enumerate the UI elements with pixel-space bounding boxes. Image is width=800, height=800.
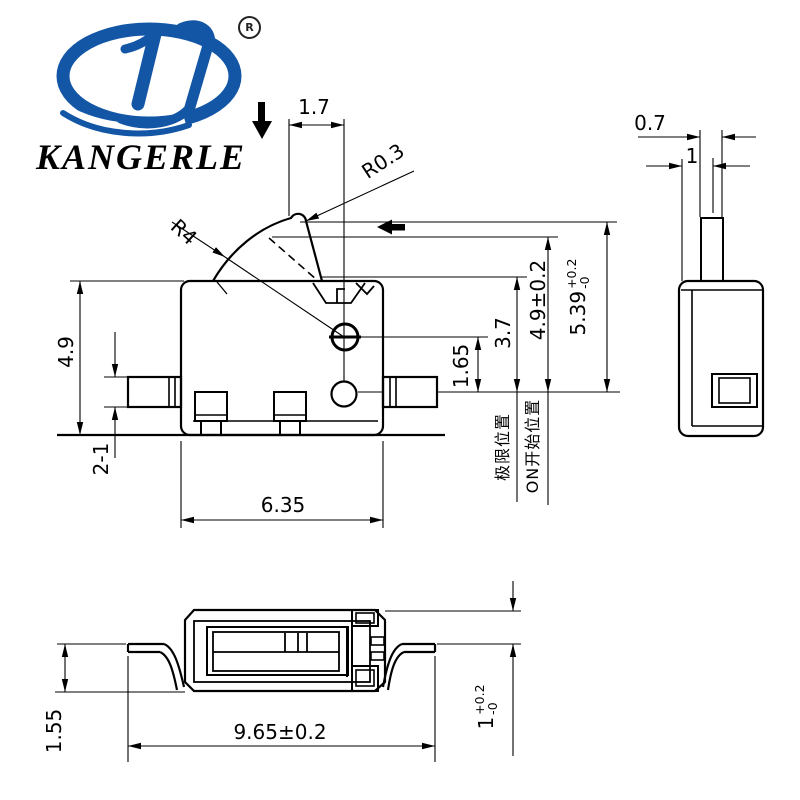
travel-direction-arrow-icon: [377, 219, 405, 235]
dim-body-height: 4.9: [54, 336, 78, 368]
label-on-start-position: ON开始位置: [523, 398, 542, 494]
dim-lever-travel: 1.7: [298, 95, 330, 119]
dim-overall-length: 9.65±0.2: [233, 720, 327, 744]
dim-lever-thickness: 0.7: [634, 111, 666, 135]
dim-standoff-value: 1: [474, 716, 498, 730]
dim-on-height: 4.9±0.2: [526, 259, 550, 341]
dim-pivot-height: 1.65: [449, 343, 473, 389]
dim-terminal-count-size: 2-1: [89, 442, 113, 476]
dim-terminal-height: 1.55: [42, 708, 66, 754]
brand-name: KANGERLE: [36, 137, 247, 177]
side-view-dimensions: [638, 130, 756, 281]
press-direction-arrow-icon: [252, 102, 272, 139]
tol-minus: -0: [577, 276, 592, 289]
dim-limit-height: 3.7: [491, 317, 515, 349]
dim-standoff-tolerance: +0.2 -0: [472, 684, 500, 715]
side-view: [677, 217, 765, 438]
front-view-dimensions: [70, 119, 620, 528]
dim-body-width: 6.35: [260, 493, 306, 517]
registered-trademark-icon: R: [238, 16, 261, 39]
dim-standoff: 1 +0.2 -0: [472, 684, 500, 730]
label-limit-position: 极限位置: [493, 412, 512, 482]
dim-free-height: 5.39 +0.2 -0: [564, 259, 592, 336]
bottom-view-dimensions: [55, 581, 521, 762]
logo-ellipse-mark: [54, 20, 242, 137]
dim-lever-offset: 1: [685, 144, 699, 168]
dim-free-height-tolerance: +0.2 -0: [564, 259, 592, 289]
dim-free-height-value: 5.39: [566, 290, 590, 336]
kangerle-logo: [54, 20, 242, 137]
front-view: [57, 212, 445, 437]
tol-minus: -0: [485, 702, 500, 715]
bottom-view: [126, 608, 437, 693]
